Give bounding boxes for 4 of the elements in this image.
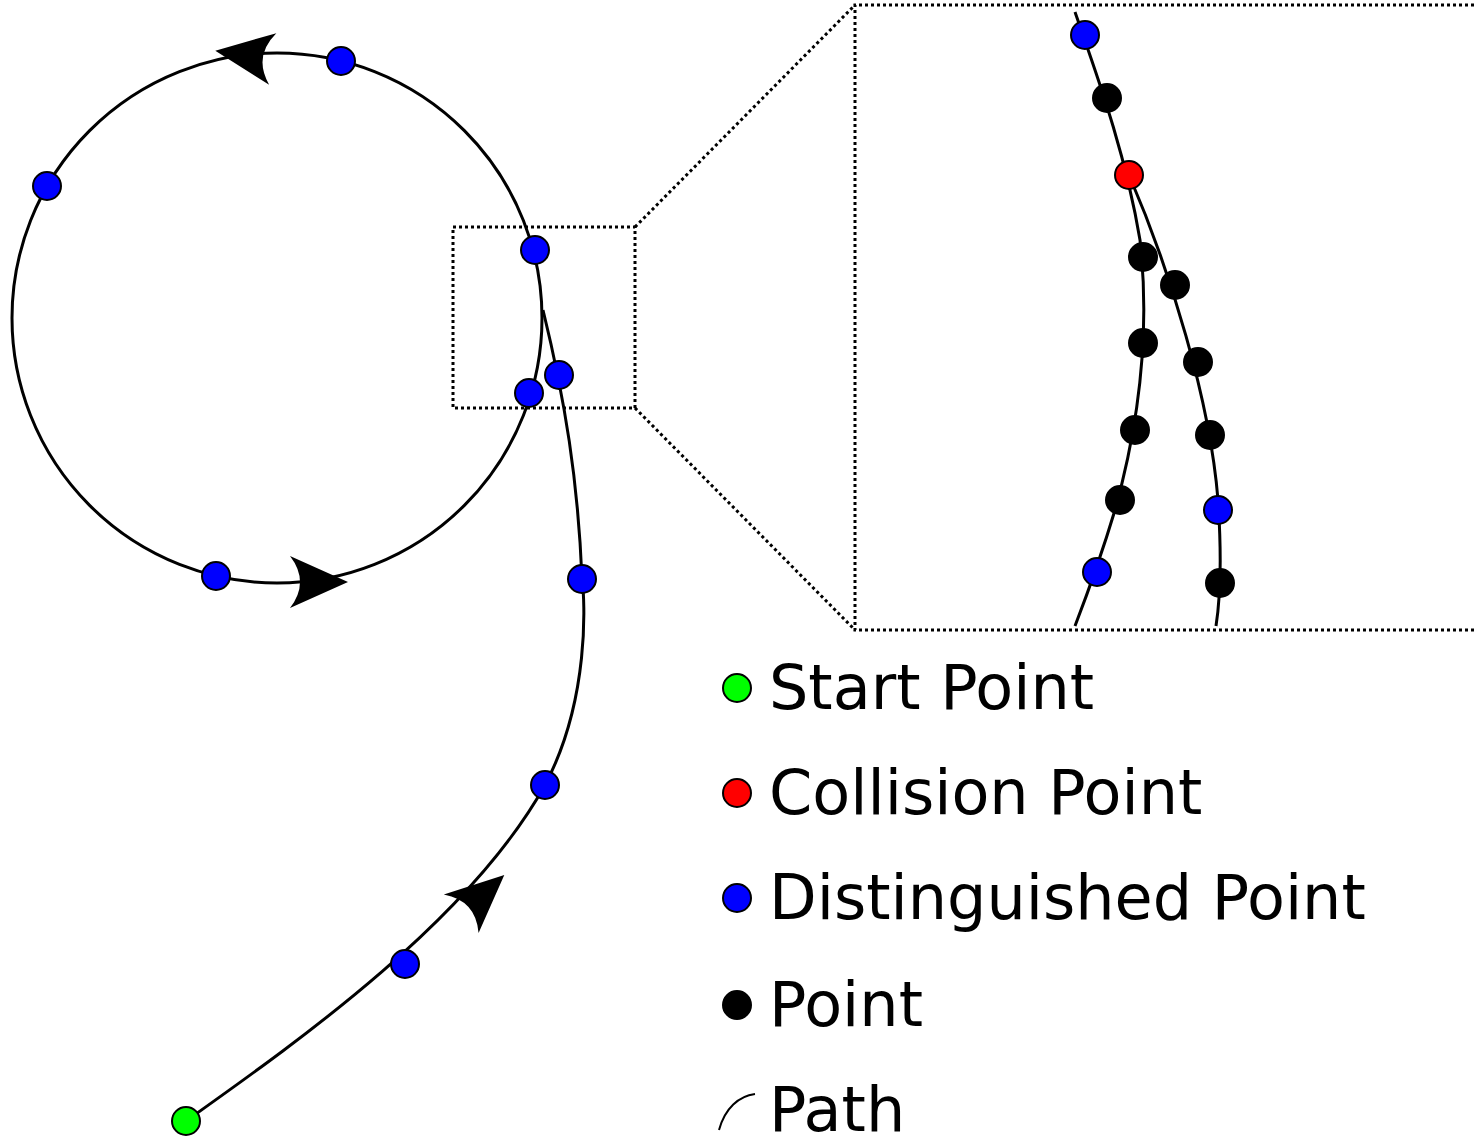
legend-label: Path: [769, 1079, 906, 1138]
legend-label: Point: [769, 974, 923, 1036]
legend-label: Collision Point: [769, 762, 1203, 824]
legend-label: Start Point: [769, 657, 1095, 719]
